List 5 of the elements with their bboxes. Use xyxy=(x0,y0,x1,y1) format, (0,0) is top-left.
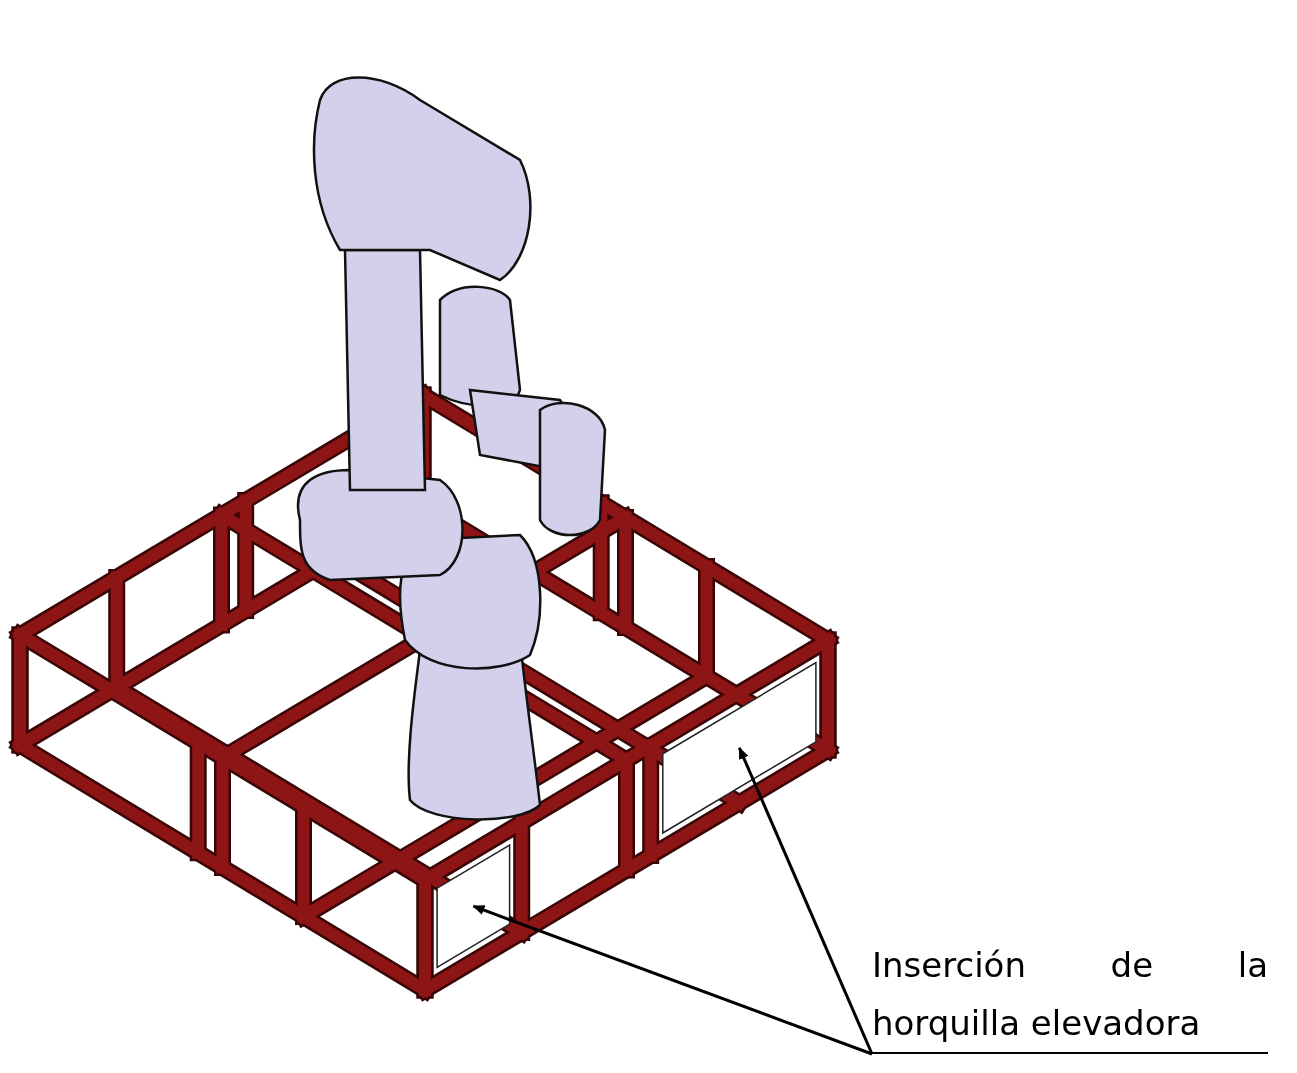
callout-text: Inserción de la horquilla elevadora xyxy=(872,936,1268,1054)
leader-line xyxy=(737,746,874,1055)
fork-slot-opening xyxy=(436,843,511,969)
fork-slot-opening xyxy=(662,661,817,835)
leader-line xyxy=(472,904,873,1056)
